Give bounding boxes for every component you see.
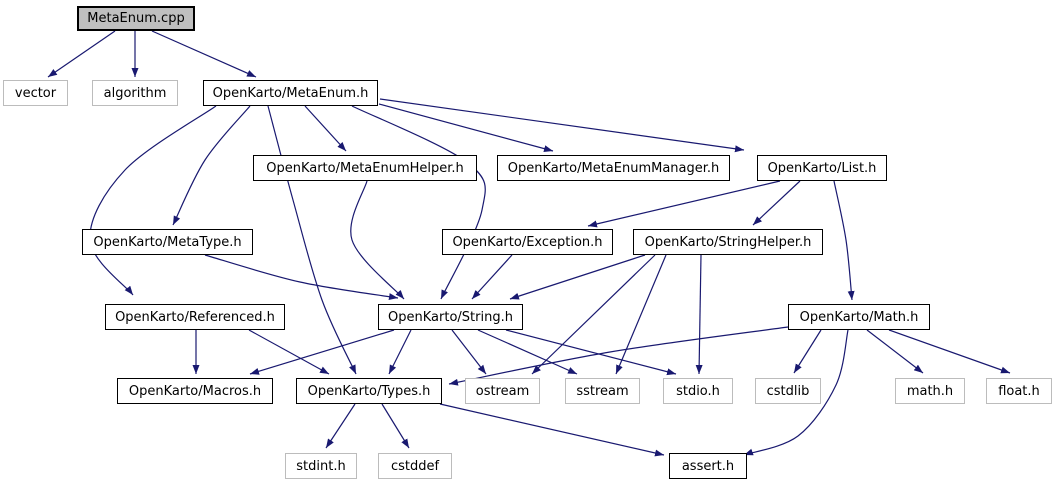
edge-metaenum-h-to-metaenummanager-h xyxy=(378,103,554,153)
edge-metaenum-h-to-string-h xyxy=(351,105,486,300)
edge-string-h-to-types-h xyxy=(388,329,412,375)
edge-karto-math-h-to-float-h xyxy=(888,329,1011,374)
node-cstddef: cstddef xyxy=(378,453,452,479)
node-string-h[interactable]: OpenKarto/String.h xyxy=(378,304,523,330)
node-assert-h[interactable]: assert.h xyxy=(669,453,747,479)
node-float-h: float.h xyxy=(986,378,1052,404)
edge-string-h-to-ostream xyxy=(451,329,487,375)
node-vector: vector xyxy=(3,80,68,106)
node-sys-math-h: math.h xyxy=(895,378,965,404)
edge-metaenum-h-to-types-h xyxy=(267,105,357,375)
edge-types-h-to-stdint-h xyxy=(325,403,356,449)
edge-stringhelper-h-to-ostream xyxy=(531,254,656,375)
edge-metaenum-cpp-to-vector xyxy=(47,30,116,78)
edge-karto-math-h-to-sys-math-h xyxy=(866,329,924,374)
edge-karto-math-h-to-assert-h xyxy=(743,329,849,456)
edge-stringhelper-h-to-sstream xyxy=(615,254,667,375)
node-stdio-h: stdio.h xyxy=(663,378,733,404)
node-metaenummanager-h[interactable]: OpenKarto/MetaEnumManager.h xyxy=(497,155,730,181)
edge-types-h-to-cstddef xyxy=(381,403,410,449)
node-types-h[interactable]: OpenKarto/Types.h xyxy=(296,378,442,404)
node-karto-math-h[interactable]: OpenKarto/Math.h xyxy=(788,304,930,330)
node-exception-h[interactable]: OpenKarto/Exception.h xyxy=(442,229,613,255)
node-stringhelper-h[interactable]: OpenKarto/StringHelper.h xyxy=(633,229,823,255)
edge-metaenum-h-to-list-h xyxy=(379,98,745,153)
edge-metaenumhelper-h-to-string-h xyxy=(350,180,405,300)
edge-karto-math-h-to-types-h xyxy=(448,326,789,386)
edge-metatype-h-to-string-h xyxy=(204,254,399,301)
node-cstdlib: cstdlib xyxy=(755,378,821,404)
node-metaenum-h[interactable]: OpenKarto/MetaEnum.h xyxy=(203,80,378,106)
node-stdint-h: stdint.h xyxy=(285,453,357,479)
edge-list-h-to-stringhelper-h xyxy=(752,180,801,226)
node-metatype-h[interactable]: OpenKarto/MetaType.h xyxy=(82,229,253,255)
node-ostream: ostream xyxy=(465,378,540,404)
edge-string-h-to-macros-h xyxy=(249,329,395,375)
edge-exception-h-to-string-h xyxy=(471,254,513,300)
edge-string-h-to-sstream xyxy=(477,329,578,375)
node-metaenumhelper-h[interactable]: OpenKarto/MetaEnumHelper.h xyxy=(253,155,477,181)
node-sstream: sstream xyxy=(565,378,640,404)
edge-stringhelper-h-to-string-h xyxy=(509,254,646,300)
edges-group xyxy=(47,30,1011,457)
edge-metaenum-h-to-referenced-h xyxy=(89,105,217,296)
edge-metaenum-h-to-metaenumhelper-h xyxy=(304,105,347,152)
edge-string-h-to-stdio-h xyxy=(505,329,677,376)
edge-metaenum-h-to-metatype-h xyxy=(172,105,251,226)
node-referenced-h[interactable]: OpenKarto/Referenced.h xyxy=(105,304,285,330)
edge-types-h-to-assert-h xyxy=(439,403,665,457)
edge-stringhelper-h-to-stdio-h xyxy=(695,254,703,375)
node-algorithm: algorithm xyxy=(92,80,178,106)
edge-metaenum-cpp-to-metaenum-h xyxy=(151,30,257,78)
node-metaenum-cpp: MetaEnum.cpp xyxy=(77,6,195,31)
edge-list-h-to-karto-math-h xyxy=(833,180,855,301)
edge-list-h-to-exception-h xyxy=(587,180,781,228)
edge-karto-math-h-to-cstdlib xyxy=(793,329,822,374)
edge-referenced-h-to-types-h xyxy=(248,329,330,375)
node-list-h[interactable]: OpenKarto/List.h xyxy=(757,155,887,181)
node-macros-h[interactable]: OpenKarto/Macros.h xyxy=(117,378,273,404)
